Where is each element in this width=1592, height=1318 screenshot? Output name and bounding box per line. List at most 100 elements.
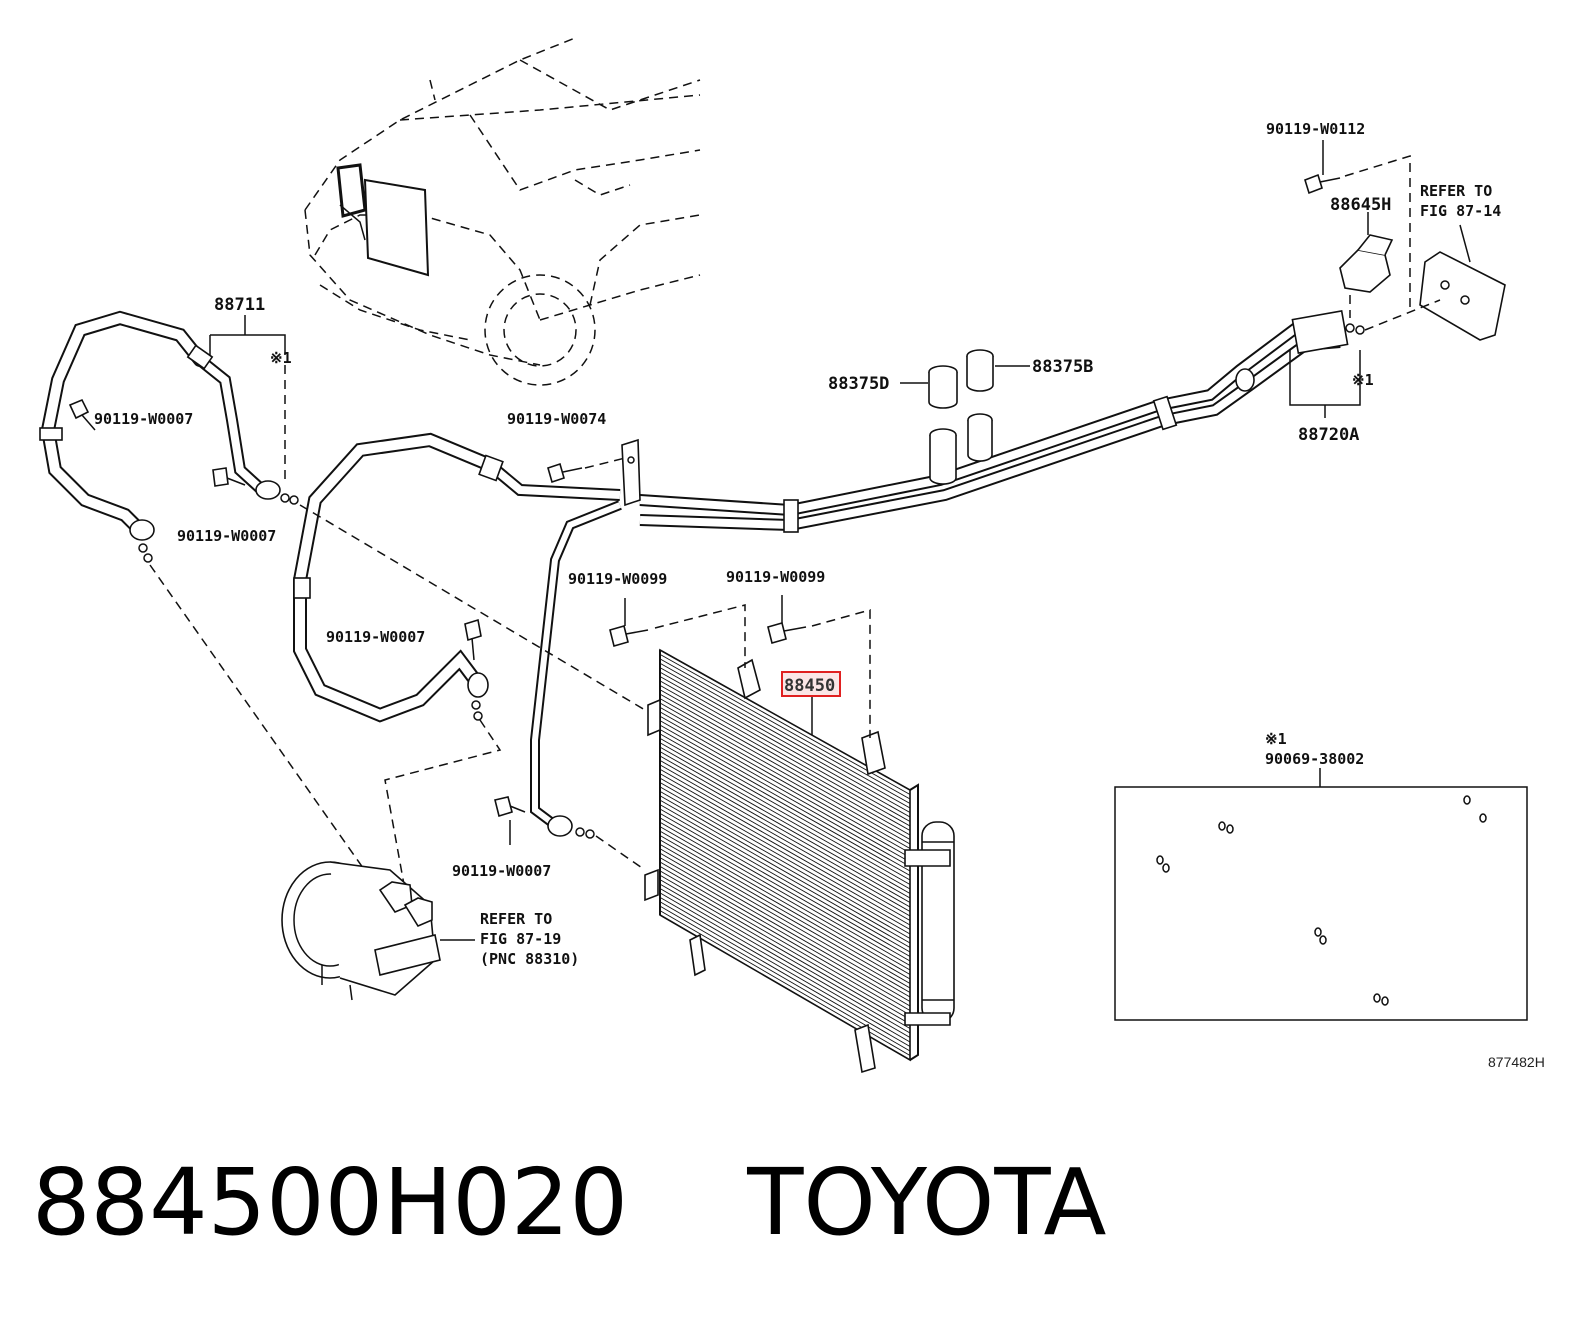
condenser-fin [659, 790, 911, 935]
part-caption: 884500H020 TOYOTA [32, 1148, 1106, 1258]
bolt-icon [767, 595, 871, 738]
condenser-fin [659, 830, 911, 975]
condenser-fin [659, 658, 911, 800]
condenser-fin [659, 782, 911, 926]
discharge-hose-88711[interactable] [39, 310, 299, 563]
part-number: 884500H020 [32, 1149, 628, 1256]
condenser-highlight-box [781, 671, 841, 697]
label-bolt: 90119-W0007 [94, 410, 193, 428]
condenser-fin [659, 702, 911, 845]
figure-number: 877482H [1488, 1054, 1545, 1070]
condenser-fin [659, 755, 911, 899]
brand-name: TOYOTA [747, 1149, 1107, 1256]
condenser-fin [659, 888, 911, 1034]
condenser-fin [659, 795, 911, 939]
condenser-fin [659, 852, 911, 998]
liquid-tube[interactable] [530, 500, 622, 839]
condenser-fin [659, 760, 911, 903]
label-88645h: 88645H [1330, 195, 1391, 215]
compressor [281, 861, 475, 1001]
refer-label: FIG 87-14 [1420, 202, 1501, 220]
label-88375b: 88375B [1032, 357, 1093, 377]
condenser-fin [659, 821, 911, 966]
label-88720a: 88720A [1298, 425, 1359, 445]
suction-hose[interactable] [293, 432, 621, 723]
label-mark: ※1 [1265, 730, 1287, 748]
condenser-fin [659, 896, 911, 1043]
service-valve-caps [900, 349, 1030, 485]
callout-bracket [1289, 350, 1361, 406]
condenser-fin [659, 901, 911, 1047]
condenser-fin [659, 751, 911, 894]
o-ring-kit-box [1114, 768, 1528, 1021]
condenser-88450[interactable] [644, 648, 955, 1074]
condenser-fin [659, 720, 911, 863]
label-bolt: 90119-W0074 [507, 410, 606, 428]
condenser-fin [659, 707, 911, 849]
refer-label: REFER TO [480, 910, 552, 928]
condenser-fin [659, 874, 911, 1020]
label-mark: ※1 [1352, 371, 1374, 389]
bolt-icon [212, 467, 246, 487]
condenser-fin [659, 826, 911, 971]
condenser-fin [659, 870, 911, 1016]
callout-bracket [209, 315, 286, 355]
condenser-fin [659, 724, 911, 867]
condenser-fin [659, 768, 911, 912]
condenser-fin [659, 843, 911, 989]
condenser-fin [659, 693, 911, 836]
condenser-fin [659, 676, 911, 818]
condenser-fin [659, 861, 911, 1007]
condenser-fin [659, 799, 911, 944]
label-bolt: 90119-W0007 [177, 527, 276, 545]
condenser-fin [659, 892, 911, 1038]
guide-line [149, 564, 376, 886]
label-bolt: 90119-W0007 [452, 862, 551, 880]
condenser-fin [659, 698, 911, 840]
pressure-switch [1304, 140, 1411, 318]
condenser-fin [659, 786, 911, 930]
label-bolt: 90119-W0112 [1266, 120, 1365, 138]
tube-88720a[interactable] [639, 309, 1365, 533]
mounting-plate [1364, 224, 1506, 341]
label-mark: ※1 [270, 349, 292, 367]
refer-label: FIG 87-19 [480, 930, 561, 948]
condenser-fin [659, 764, 911, 908]
label-kit: 90069-38002 [1265, 750, 1364, 768]
condenser-fin [659, 737, 911, 881]
condenser-fin [659, 733, 911, 876]
condenser-fin [659, 808, 911, 953]
guide-line [384, 719, 502, 891]
bolt-icon [609, 598, 746, 668]
condenser-fin [659, 689, 911, 831]
guide-line [299, 504, 646, 711]
condenser-fin [659, 715, 911, 858]
bracket [547, 438, 641, 507]
condenser-fin [659, 742, 911, 885]
condenser-fin [659, 680, 911, 822]
condenser-fin [659, 804, 911, 948]
condenser-fin [659, 667, 911, 809]
condenser-fin [659, 777, 911, 921]
guide-line [595, 835, 646, 871]
condenser-fin [659, 671, 911, 813]
label-88450[interactable]: 88450 [784, 676, 835, 696]
label-bolt: 90119-W0007 [326, 628, 425, 646]
condenser-fin [659, 879, 911, 1025]
vehicle-illustration [304, 37, 701, 386]
bolt-icon [68, 398, 96, 431]
label-bolt: 90119-W0099 [568, 570, 667, 588]
condenser-fin [659, 883, 911, 1029]
refer-label: REFER TO [1420, 182, 1492, 200]
bolt-icon [494, 796, 526, 845]
condenser-fin [659, 773, 911, 917]
label-88375d: 88375D [828, 374, 889, 394]
condenser-fin [659, 662, 911, 804]
condenser-fin [659, 839, 911, 984]
condenser-fin [659, 684, 911, 827]
condenser-fin [659, 866, 911, 1011]
condenser-fin [659, 746, 911, 890]
label-88711: 88711 [214, 295, 265, 315]
